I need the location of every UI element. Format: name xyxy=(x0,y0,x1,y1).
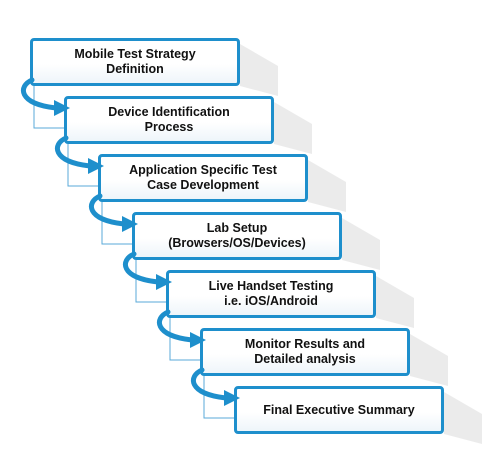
step-shadow xyxy=(410,334,448,386)
step-monitor-results: Monitor Results and Detailed analysis xyxy=(200,328,410,376)
arrowhead xyxy=(190,332,206,348)
step-label: Live Handset Testing i.e. iOS/Android xyxy=(208,279,334,308)
step-final-summary: Final Executive Summary xyxy=(234,386,444,434)
step-label: Final Executive Summary xyxy=(263,402,415,417)
arrowhead xyxy=(54,100,70,116)
arrowhead xyxy=(122,216,138,232)
step-label: Monitor Results and Detailed analysis xyxy=(244,337,366,366)
connector-line xyxy=(33,86,64,129)
arrowhead xyxy=(156,274,172,290)
step-label: Application Specific Test Case Developme… xyxy=(129,163,277,192)
step-shadow xyxy=(240,44,278,96)
connector-line xyxy=(67,144,98,187)
curved-arrow xyxy=(55,135,93,169)
step-shadow xyxy=(274,102,312,154)
connector-line xyxy=(101,202,132,245)
curved-arrow xyxy=(157,309,195,343)
step-label: Device Identification Process xyxy=(108,105,230,134)
curved-arrow xyxy=(123,251,161,285)
step-shadow xyxy=(342,218,380,270)
step-shadow xyxy=(308,160,346,212)
step-lab-setup: Lab Setup (Browsers/OS/Devices) xyxy=(132,212,342,260)
step-live-handset-testing: Live Handset Testing i.e. iOS/Android xyxy=(166,270,376,318)
step-strategy-definition: Mobile Test Strategy Definition xyxy=(30,38,240,86)
step-test-case-development: Application Specific Test Case Developme… xyxy=(98,154,308,202)
connector-line xyxy=(135,260,166,303)
arrowhead xyxy=(224,390,240,406)
curved-arrow xyxy=(21,77,59,111)
arrowhead xyxy=(88,158,104,174)
step-shadow xyxy=(376,276,414,328)
connector-line xyxy=(203,376,234,419)
curved-arrow xyxy=(191,367,229,401)
connector-line xyxy=(169,318,200,361)
step-label: Lab Setup (Browsers/OS/Devices) xyxy=(168,221,306,250)
curved-arrow xyxy=(89,193,127,227)
step-device-identification: Device Identification Process xyxy=(64,96,274,144)
step-shadow xyxy=(444,392,482,444)
step-label: Mobile Test Strategy Definition xyxy=(74,47,196,76)
